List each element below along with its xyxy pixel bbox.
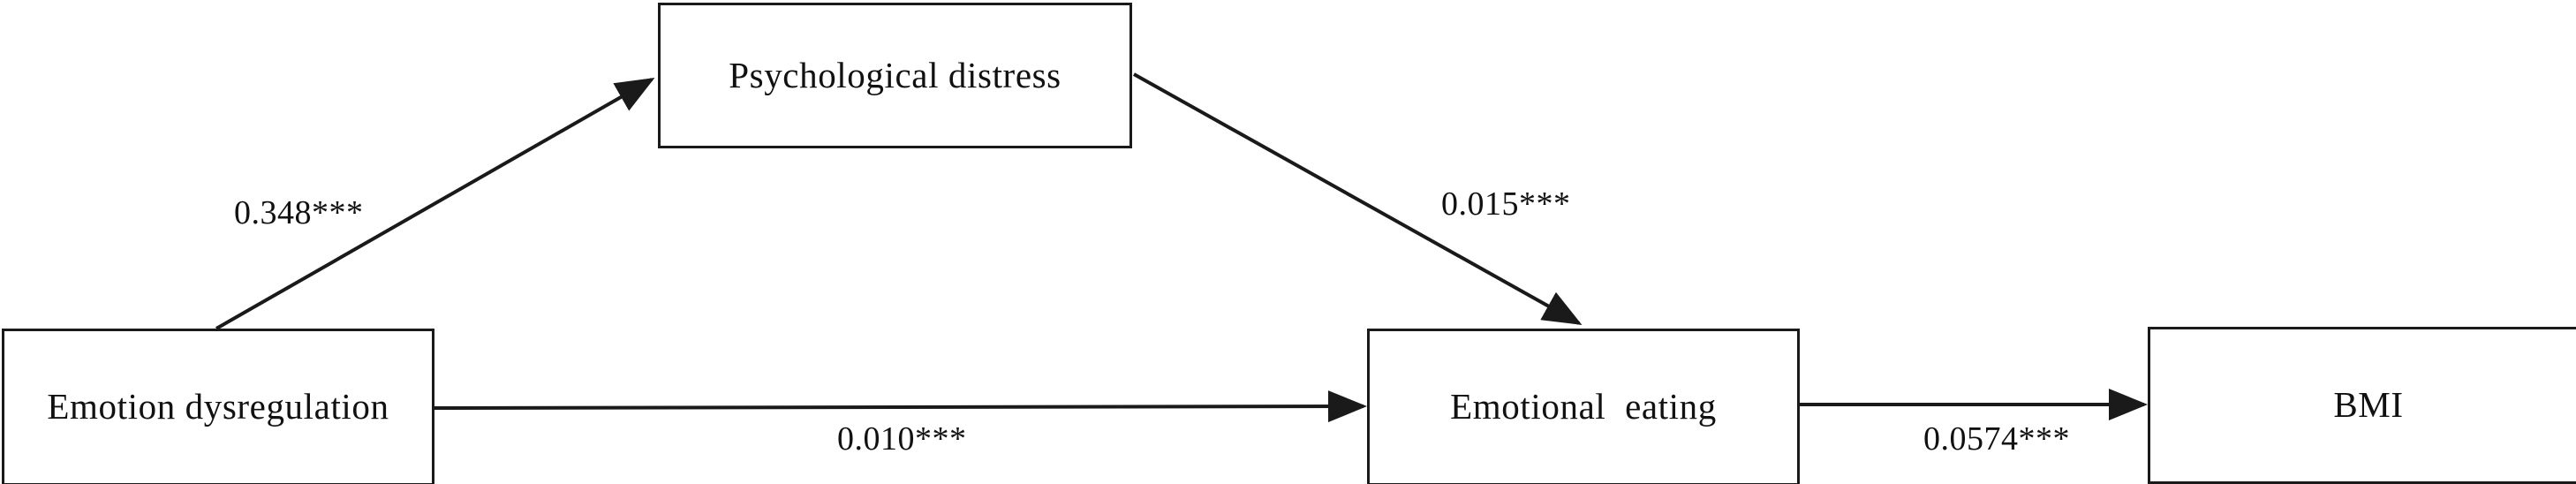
edge-label-emotional-eating-to-bmi: 0.0574*** <box>1923 420 2070 458</box>
node-label-bmi: BMI <box>2333 384 2404 426</box>
node-psychological-distress[interactable]: Psychological distress <box>658 3 1132 148</box>
edge-label-emotion-dysregulation-to-emotional-eating: 0.010*** <box>837 420 967 458</box>
edge-label-emotion-dysregulation-to-psychological-distress: 0.348*** <box>234 194 364 231</box>
node-emotion-dysregulation[interactable]: Emotion dysregulation <box>2 329 434 484</box>
edge-label-psychological-distress-to-emotional-eating: 0.015*** <box>1441 185 1571 223</box>
node-bmi[interactable]: BMI <box>2148 327 2576 484</box>
node-emotional-eating[interactable]: Emotional eating <box>1367 329 1800 484</box>
node-label-emotional-eating: Emotional eating <box>1450 386 1717 427</box>
node-label-emotion-dysregulation: Emotion dysregulation <box>47 386 389 427</box>
node-label-psychological-distress: Psychological distress <box>729 54 1061 95</box>
edge-emotion-dysregulation-to-emotional-eating <box>434 390 1367 423</box>
